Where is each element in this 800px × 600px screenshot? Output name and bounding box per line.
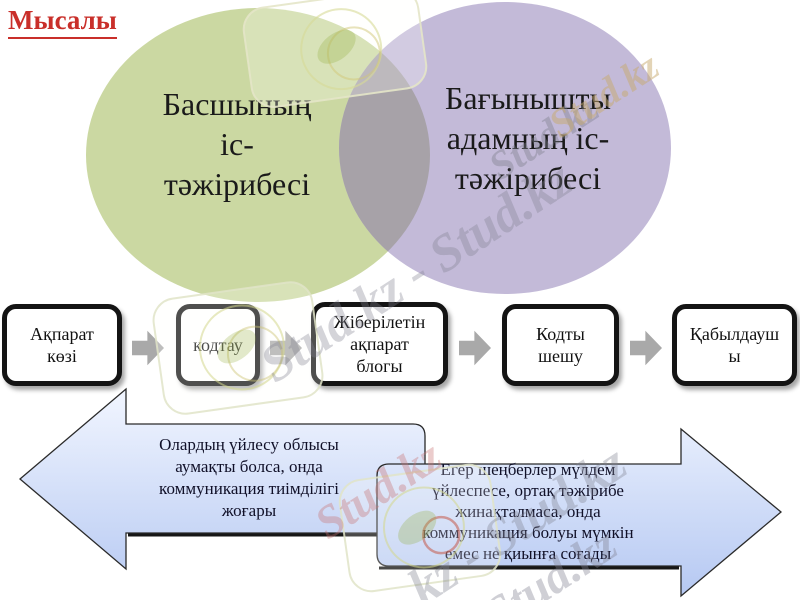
venn-right-line: тәжірибесі bbox=[454, 160, 602, 196]
left-banner-line: аумақты болса, онда bbox=[175, 457, 323, 476]
flow-box-line: Кодты bbox=[536, 324, 585, 344]
right-banner-line: емес не қиынға соғады bbox=[444, 544, 612, 563]
flow-box-line: Қабылдауш bbox=[689, 324, 780, 344]
right-banner-label: Егер шеңберлер мүлдем үйлеспесе, ортақ т… bbox=[380, 459, 676, 564]
venn-right-line: адамның іс- bbox=[446, 120, 610, 156]
flow-box-line: ақпарат bbox=[350, 334, 409, 354]
flow-box-line: Ақпарат bbox=[30, 324, 94, 344]
flow-box-line: көзі bbox=[47, 346, 77, 366]
left-banner-line: Олардың үйлесу облысы bbox=[159, 435, 339, 454]
left-banner-line: жоғары bbox=[221, 501, 277, 520]
flow-box-receiver: Қабылдауш ы bbox=[672, 304, 797, 386]
right-banner-line: Егер шеңберлер мүлдем bbox=[440, 460, 616, 479]
flow-box-line: Жіберілетін bbox=[333, 312, 426, 332]
venn-right-label: Бағынышты адамның іс- тәжірибесі bbox=[378, 78, 678, 198]
venn-left-line: іс- bbox=[220, 126, 254, 162]
left-banner-label: Олардың үйлесу облысы аумақты болса, онд… bbox=[115, 434, 383, 522]
venn-left-line: тәжірибесі bbox=[163, 166, 311, 202]
flow-box-decode: Кодты шешу bbox=[502, 304, 619, 386]
right-banner-line: үйлеспесе, ортақ тәжірибе bbox=[432, 481, 624, 500]
right-banner-line: коммуникация болуы мүмкін bbox=[422, 523, 634, 542]
left-banner-line: коммуникация тиімділігі bbox=[159, 479, 339, 498]
page-title: Мысалы bbox=[8, 5, 117, 39]
flow-box-line: ы bbox=[728, 346, 741, 366]
flow-box-line: блогы bbox=[356, 356, 403, 376]
flow-box-line: шешу bbox=[538, 346, 583, 366]
venn-right-line: Бағынышты bbox=[445, 80, 611, 116]
flow-box-information-source: Ақпарат көзі bbox=[2, 304, 122, 386]
right-banner-line: жинақталмаса, онда bbox=[455, 502, 601, 521]
flow-box-message-block: Жіберілетін ақпарат блогы bbox=[311, 302, 448, 386]
